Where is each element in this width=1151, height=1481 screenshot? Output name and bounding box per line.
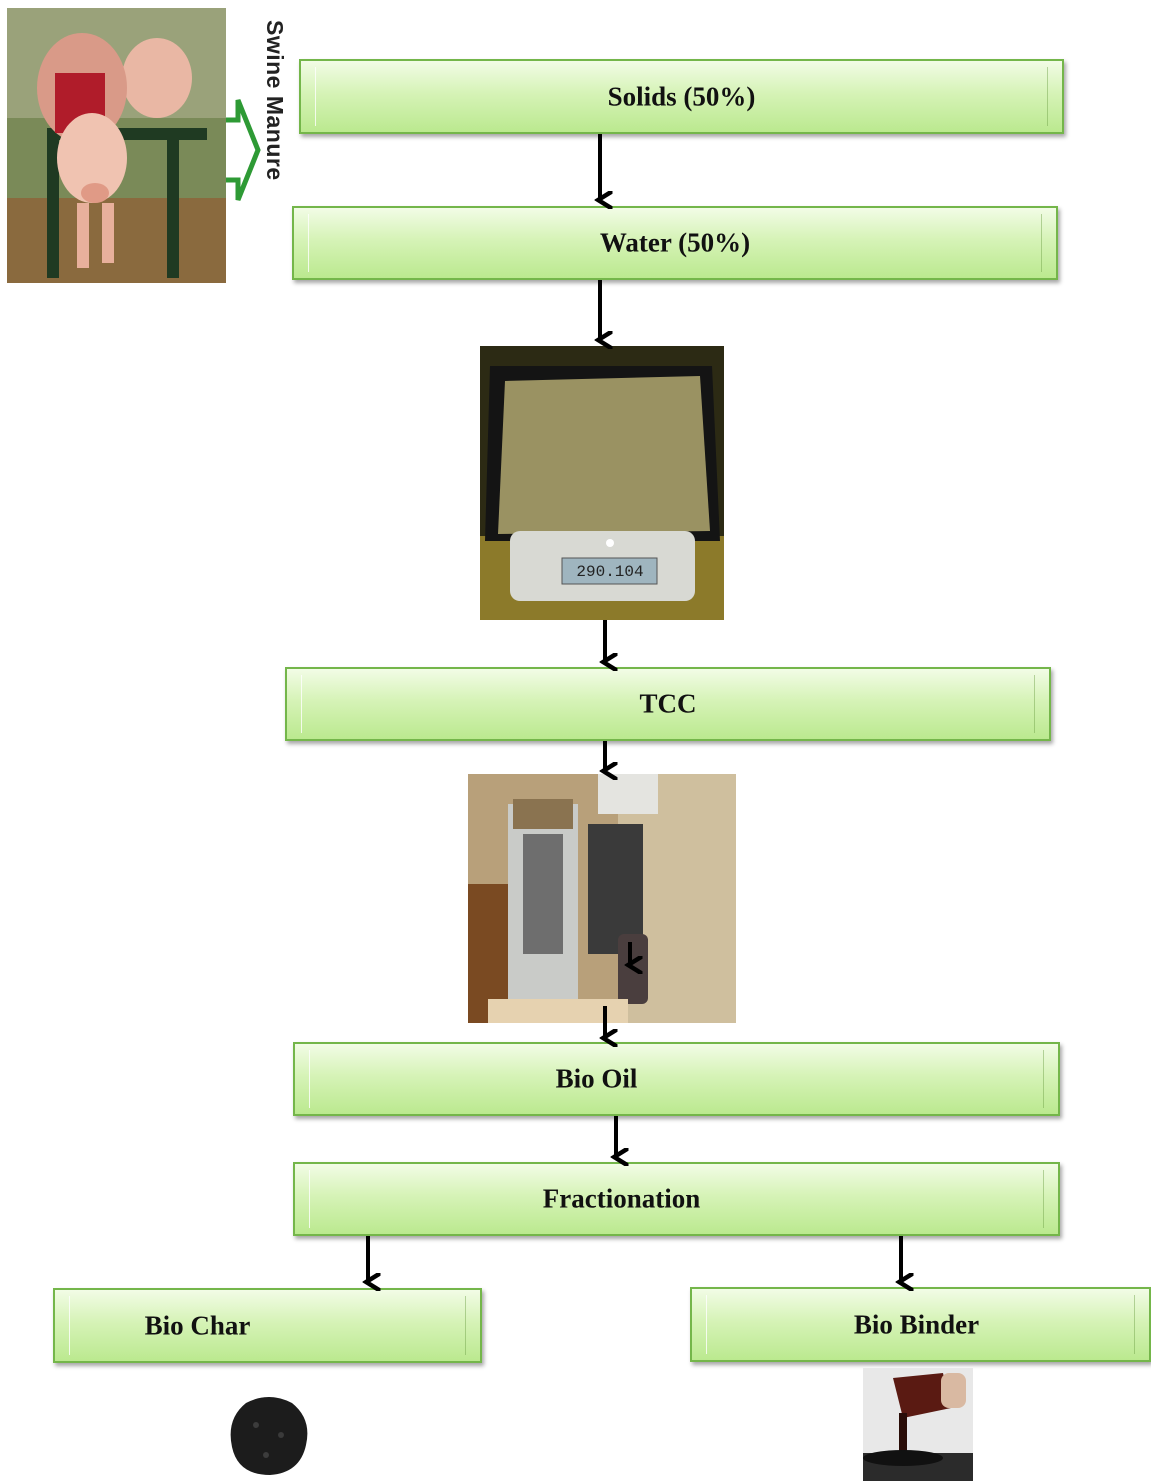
- bio-binder-box: Bio Binder: [690, 1287, 1151, 1362]
- swine-manure-label: Swine Manure: [262, 20, 288, 181]
- bio-oil-box: Bio Oil: [293, 1042, 1060, 1116]
- tcc-label: TCC: [639, 688, 697, 719]
- solids-box: Solids (50%): [299, 59, 1064, 134]
- bio-binder-label: Bio Binder: [853, 1309, 980, 1339]
- fractionation-label: Fractionation: [542, 1183, 701, 1214]
- water-label: Water (50%): [599, 227, 751, 258]
- bio-char-box: Bio Char: [53, 1288, 482, 1363]
- biobinder-photo: [863, 1368, 973, 1481]
- tcc-box: TCC: [285, 667, 1051, 741]
- fractionation-box: Fractionation: [293, 1162, 1060, 1236]
- bio-oil-label: Bio Oil: [555, 1063, 638, 1094]
- water-box: Water (50%): [292, 206, 1058, 280]
- solids-label: Solids (50%): [607, 81, 756, 111]
- biochar-photo: [226, 1395, 312, 1477]
- bio-char-label: Bio Char: [144, 1310, 251, 1340]
- pig-photo: [7, 8, 226, 283]
- scale-photo: 290.104: [480, 346, 724, 620]
- green-arrow-icon: [226, 99, 261, 201]
- reactor-photo: [468, 774, 736, 1023]
- scale-readout: 290.104: [576, 563, 643, 581]
